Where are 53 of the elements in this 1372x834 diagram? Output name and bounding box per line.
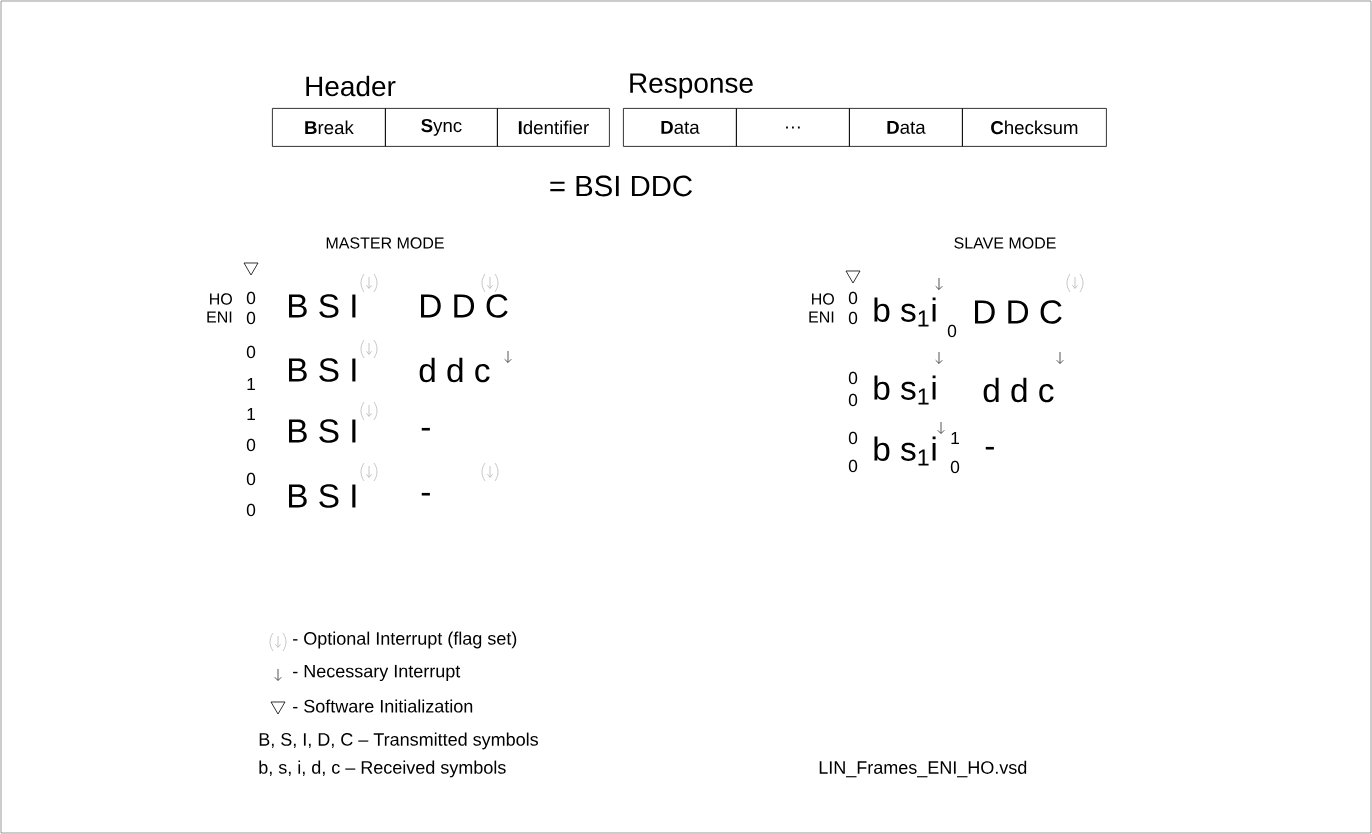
flag-value: 1 [247,408,255,420]
flag-value: 0 [950,460,960,474]
flag-value: 0 [848,371,858,385]
frame-field-box: Identifier [497,108,610,147]
flag-value: 1 [951,432,959,444]
frame-field-box: Checksum [962,108,1107,147]
mode-heading: SLAVE MODE [954,237,1056,249]
flag-value: 0 [246,345,256,359]
symbol-sequence: d d c [419,357,490,383]
symbol-sequence: B S I [289,294,356,318]
symbol-sequence: d d c [983,377,1054,403]
flag-value: 0 [848,311,858,325]
flag-name: HO [210,293,232,305]
frame-field-box: Data [623,108,737,147]
symbol-sequence: B S I [289,484,356,508]
frame-formula: = BSI DDC [550,175,692,197]
frame-field-box: Break [272,108,386,147]
frame-field-box: Sync [385,108,498,147]
symbol-sequence: B S I [289,419,356,443]
symbol-sequence: - [985,446,994,450]
flag-value: 0 [947,324,957,338]
flag-value: 0 [848,393,858,407]
flag-value: 0 [848,291,858,305]
symbol-sequence: B S I [289,358,356,382]
mode-heading: MASTER MODE [326,237,444,249]
symbol-sequence: - [421,492,430,496]
section-heading: Response [630,73,753,99]
flag-value: 0 [246,503,256,517]
symbol-sequence: - [421,427,430,431]
symbol-sequence: D D C [421,294,508,318]
note-text: b, s, i, d, c – Received symbols [259,760,506,778]
frame-field-box: … [736,108,850,147]
flag-value: 0 [246,438,256,452]
flag-name: HO [812,293,834,305]
symbol-sequence: D D C [975,300,1062,324]
symbol-sequence: b s$_{1}$i [874,297,936,327]
note-text: B, S, I, D, C – Transmitted symbols [259,732,538,750]
file-name: LIN_Frames_ENI_HO.vsd [819,760,1027,778]
legend-text: - Software Initialization [293,699,473,713]
flag-name: ENI [809,311,834,323]
frame-field-box: Data [849,108,963,147]
flag-value: 0 [848,459,858,473]
symbol-sequence: b s$_{1}$i [874,375,936,405]
legend-text: - Necessary Interrupt [293,664,461,682]
section-heading: Header [306,75,396,97]
flag-value: 0 [848,431,858,445]
legend-text: - Optional Interrupt (flag set) [293,631,517,649]
flag-value: 0 [246,472,256,486]
flag-value: 0 [246,291,256,305]
flag-value: 1 [247,378,255,390]
symbol-sequence: b s$_{1}$i [874,436,936,466]
flag-value: 0 [246,311,256,325]
flag-name: ENI [207,311,232,323]
